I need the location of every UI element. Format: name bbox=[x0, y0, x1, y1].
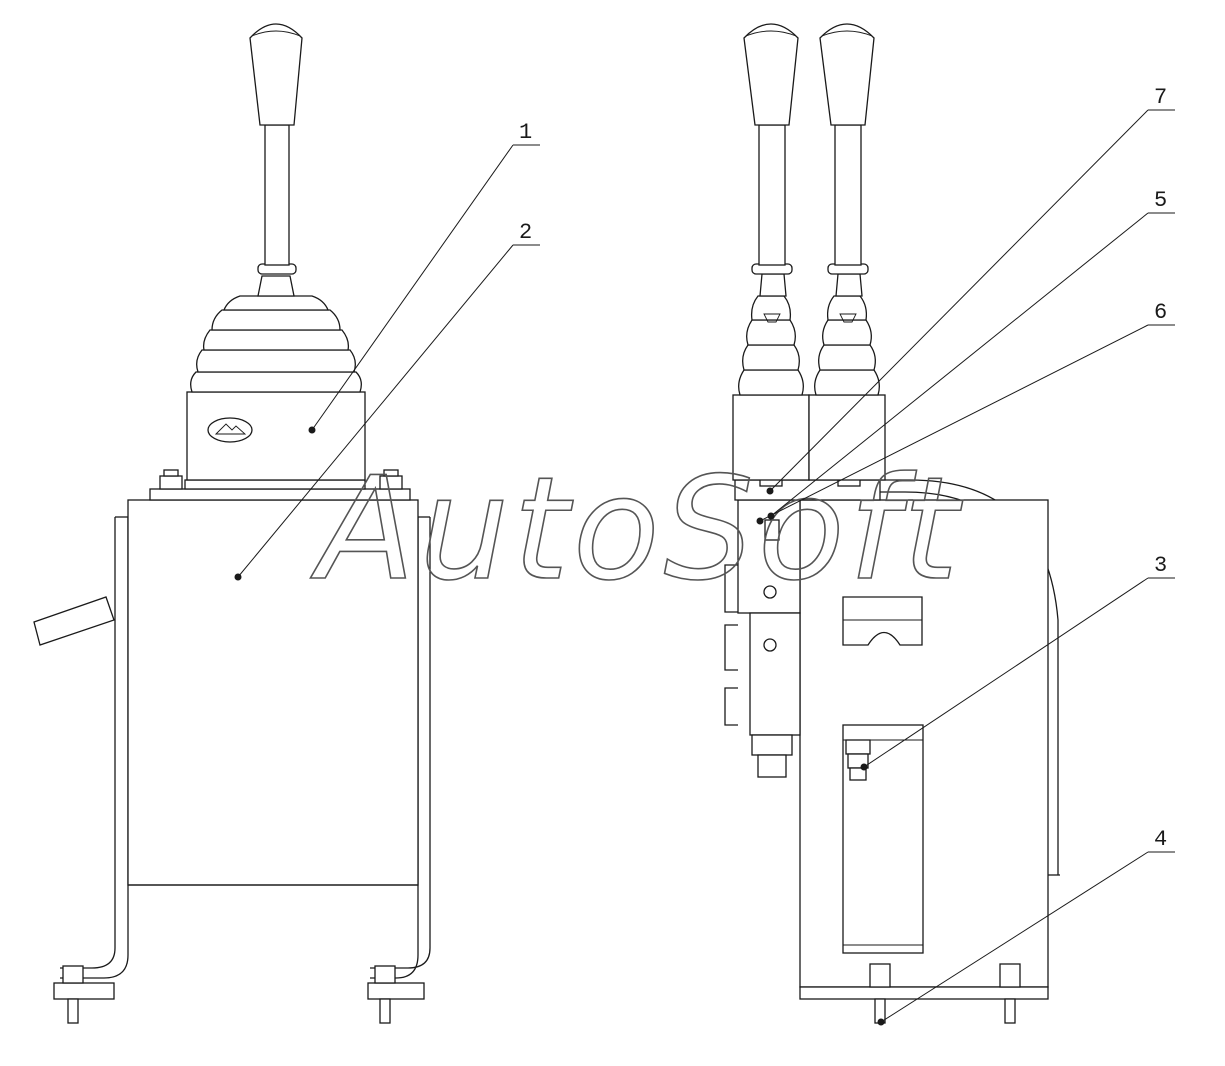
callout-3: 3 bbox=[860, 553, 1175, 771]
callout-label-7: 7 bbox=[1154, 85, 1167, 110]
brand-logo-icon bbox=[207, 417, 253, 443]
callout-4: 4 bbox=[877, 827, 1175, 1026]
right-assembly bbox=[724, 23, 1060, 1024]
right-lever-knob-b bbox=[819, 23, 875, 126]
callout-label-5: 5 bbox=[1154, 188, 1167, 213]
left-bellows bbox=[190, 275, 362, 393]
left-joystick-housing bbox=[186, 391, 366, 481]
left-frame bbox=[53, 516, 431, 1024]
callout-1: 1 bbox=[308, 120, 540, 434]
right-lever-shaft-a bbox=[758, 124, 786, 266]
right-bracket bbox=[842, 596, 923, 646]
right-bottom-fitting bbox=[751, 734, 793, 756]
right-bellows-a bbox=[738, 273, 804, 396]
right-enclosure bbox=[799, 499, 1049, 988]
left-assembly bbox=[33, 23, 431, 1024]
callout-label-4: 4 bbox=[1154, 827, 1167, 852]
callout-label-2: 2 bbox=[519, 220, 532, 245]
watermark-text: AutoSoft bbox=[310, 447, 964, 612]
left-enclosure bbox=[127, 499, 419, 886]
callout-label-1: 1 bbox=[519, 120, 532, 145]
right-base-plate bbox=[799, 986, 1049, 1000]
right-joystick-housing-b bbox=[808, 394, 886, 481]
callout-label-3: 3 bbox=[1154, 553, 1167, 578]
callout-7: 7 bbox=[766, 85, 1175, 495]
left-lever-knob bbox=[249, 23, 303, 126]
right-bellows-b bbox=[814, 273, 880, 396]
callout-label-6: 6 bbox=[1154, 300, 1167, 325]
right-lever-shaft-b bbox=[834, 124, 862, 266]
left-lever-shaft bbox=[264, 124, 290, 266]
callout-6: 6 bbox=[756, 300, 1175, 525]
left-side-handle bbox=[33, 596, 115, 646]
callout-2: 2 bbox=[234, 220, 540, 581]
right-lever-knob-a bbox=[743, 23, 799, 126]
